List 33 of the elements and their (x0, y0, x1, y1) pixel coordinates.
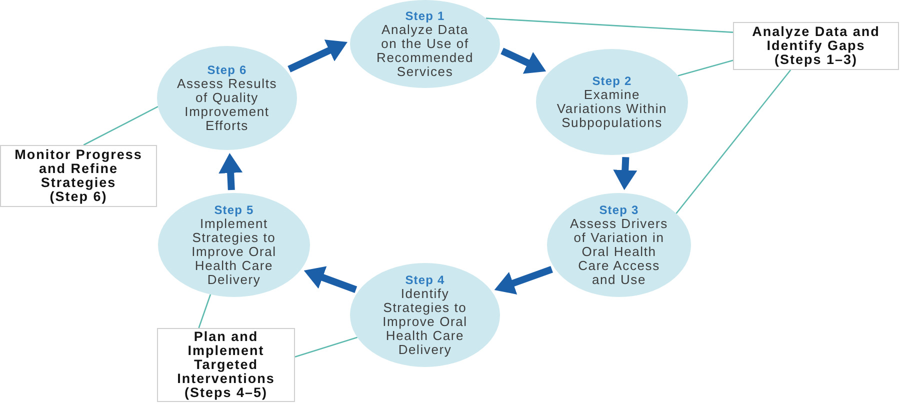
step-description: Assess Results of Quality Improvement Efforts (176, 77, 278, 133)
step-description: Implement Strategies to Improve Oral Health Care Delivery (190, 217, 278, 287)
step-description: Examine Variations Within Subpopulations (556, 88, 668, 130)
callout-box (733, 22, 899, 70)
step-description: Analyze Data on the Use of Recommended Services (376, 23, 474, 79)
step-label: Step 1 (405, 9, 445, 23)
arrow (304, 266, 358, 293)
step-range: (Steps 1–3) (774, 53, 858, 67)
leader-line (83, 106, 158, 146)
arrow (613, 156, 638, 190)
leader-line (678, 60, 734, 76)
leader-line (294, 336, 358, 358)
arrow (494, 266, 553, 294)
step-range: (Step 6) (50, 190, 108, 204)
step-description: Identify Strategies to Improve Oral Health Care Delivery (382, 287, 468, 357)
step-label: Step 5 (214, 203, 254, 217)
step-description: Assess Drivers of Variation in Oral Health Care Access and Use (569, 217, 669, 287)
callout-heading: Monitor Progress and Refine Strategies (14, 148, 144, 190)
step-label: Step 4 (405, 273, 445, 287)
arrow (288, 40, 348, 72)
callout-box (157, 328, 295, 402)
arrow (218, 153, 243, 190)
callout-heading: Analyze Data and Identify Gaps (751, 25, 881, 53)
callout-box (0, 145, 157, 207)
leader-line (486, 18, 734, 33)
arrow (500, 48, 546, 74)
leader-line (198, 294, 212, 328)
step-range: (Steps 4–5) (184, 386, 268, 400)
step-label: Step 6 (207, 63, 247, 77)
step-label: Step 2 (592, 74, 632, 88)
step-label: Step 3 (599, 203, 639, 217)
leader-line (676, 70, 792, 214)
callout-heading: Plan and Implement Targeted Interventions (176, 330, 276, 386)
